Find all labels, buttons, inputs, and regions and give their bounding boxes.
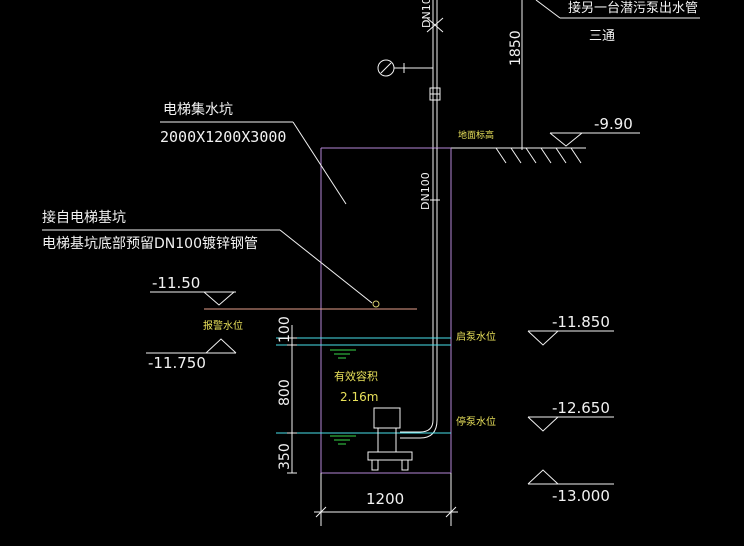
dim-350: 350	[277, 443, 293, 470]
elev-right-2-marker	[527, 416, 614, 432]
volume-value: 2.16m	[340, 390, 378, 404]
ground-hatch	[495, 147, 582, 164]
riser-pipe	[432, 0, 438, 150]
dim-1850: 1850	[508, 30, 524, 66]
discharge-pipe	[419, 148, 440, 439]
alarm-level: 报警水位	[203, 319, 243, 332]
ground-elev: -9.90	[594, 115, 633, 133]
elev-left-2-marker	[146, 338, 237, 354]
elev-right-1: -11.850	[552, 313, 610, 331]
pit-leader	[292, 121, 347, 205]
pipe-dn-top: DN100	[420, 0, 433, 28]
elev-right-2: -12.650	[552, 399, 610, 417]
outlet-note: 接另一台潜污泵出水管	[568, 0, 698, 16]
dim-1200: 1200	[366, 490, 404, 508]
tee-note: 三通	[589, 29, 615, 44]
from-pit-detail: 电梯基坑底部预留DN100镀锌钢管	[42, 235, 258, 252]
pressure-gauge-icon	[377, 59, 433, 77]
pit-title: 电梯集水坑	[163, 101, 233, 118]
check-valve-icon	[426, 17, 444, 33]
start-level: 启泵水位	[456, 330, 496, 343]
gate-valve-icon	[429, 87, 441, 101]
vertical-dims	[287, 325, 297, 474]
dim-800: 800	[277, 379, 293, 406]
inlet-pipe-end	[372, 300, 380, 308]
pit-size: 2000X1200X3000	[160, 128, 286, 146]
dim-100: 100	[277, 316, 293, 343]
water-symbol-lower	[330, 435, 356, 445]
elev-left-1-marker	[150, 291, 236, 306]
pipe-dn-mid: DN100	[419, 172, 432, 210]
effective-volume: 有效容积	[334, 369, 378, 383]
outlet-leader	[535, 0, 561, 19]
elev-left-1: -11.50	[152, 274, 200, 292]
ground-elev-marker	[549, 132, 640, 147]
ground-label: 地面标高	[458, 129, 494, 141]
elev-right-1-marker	[527, 330, 614, 346]
from-pit-leader	[279, 229, 373, 304]
elev-right-3: -13.000	[552, 487, 610, 505]
elev-left-2: -11.750	[148, 354, 206, 372]
pit-outline	[320, 147, 452, 474]
stop-level: 停泵水位	[456, 415, 496, 428]
from-pit-note: 接自电梯基坑	[42, 209, 126, 226]
submersible-pump-icon	[367, 407, 420, 471]
water-symbol-upper	[330, 349, 356, 359]
bottom-dim	[314, 473, 458, 526]
elev-right-3-marker	[527, 469, 614, 485]
